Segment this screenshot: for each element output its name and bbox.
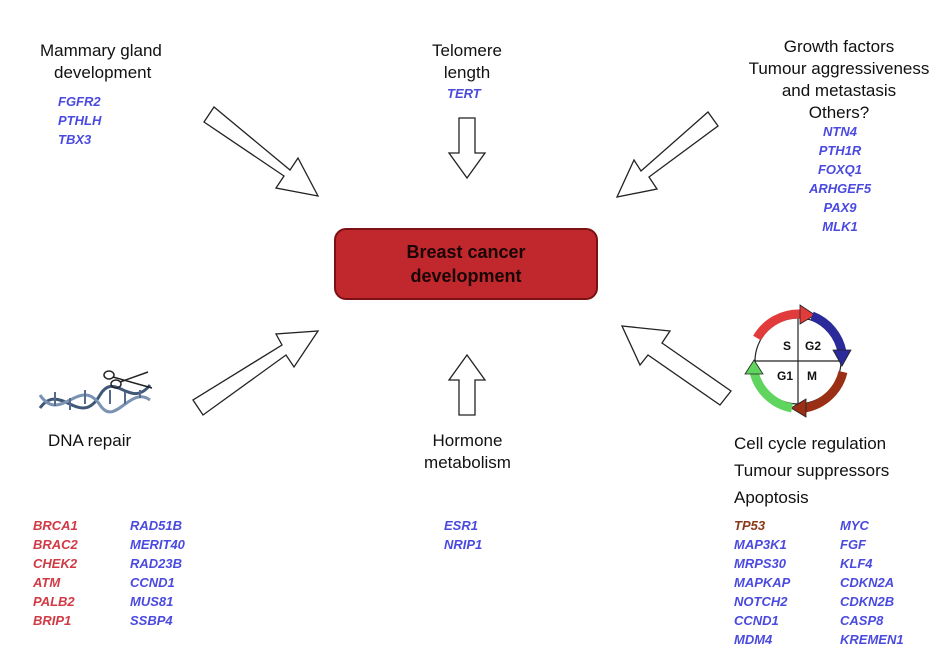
gene-palb2: PALB2 [33, 594, 75, 609]
gene-mdm4: MDM4 [734, 632, 773, 647]
cellcycle-label: Cell cycle regulation Tumour suppressors… [734, 430, 889, 511]
gene-klf4: KLF4 [840, 556, 873, 571]
cellcycle-line3: Apoptosis [734, 488, 809, 507]
arrow-hormone [447, 353, 487, 416]
telomere-line2: length [443, 63, 491, 82]
gene-ssbp4: SSBP4 [130, 613, 173, 628]
growth-line3: and metastasis [781, 81, 897, 100]
arrow-mammary [203, 106, 320, 197]
phase-g1: G1 [777, 369, 793, 383]
dna-genes-col1: BRCA1 BRAC2 CHEK2 ATM PALB2 BRIP1 [33, 516, 78, 630]
hormone-label: Hormone metabolism [410, 430, 525, 474]
gene-ccnd1-cc: CCND1 [734, 613, 779, 628]
breast-cancer-development-box: Breast cancer development [334, 228, 598, 300]
dna-repair-label: DNA repair [48, 431, 132, 450]
gene-brip1: BRIP1 [33, 613, 72, 628]
mammary-label: Mammary gland development [40, 40, 162, 84]
gene-merit40: MERIT40 [130, 537, 185, 552]
cellcycle-genes-col2: MYC FGF KLF4 CDKN2A CDKN2B CASP8 KREMEN1 [840, 516, 904, 649]
scissors-icon [103, 370, 153, 389]
gene-arhgef5: ARHGEF5 [808, 181, 872, 196]
gene-chek2: CHEK2 [33, 556, 78, 571]
gene-cdkn2b: CDKN2B [840, 594, 895, 609]
gene-mapkap: MAPKAP [734, 575, 791, 590]
mammary-line2: development [54, 63, 152, 82]
dna-helix-icon [38, 384, 152, 414]
arrow-telomere [447, 117, 487, 180]
gene-ccnd1: CCND1 [130, 575, 175, 590]
gene-pax9: PAX9 [823, 200, 857, 215]
gene-brca1: BRCA1 [33, 518, 78, 533]
center-line2: development [410, 266, 522, 286]
growth-line1: Growth factors [783, 37, 895, 56]
gene-brac2: BRAC2 [33, 537, 78, 552]
cellcycle-genes-col1: TP53 MAP3K1 MRPS30 MAPKAP NOTCH2 CCND1 M… [734, 516, 790, 649]
gene-pth1r: PTH1R [818, 143, 862, 158]
hormone-line2: metabolism [424, 453, 511, 472]
phase-m: M [807, 369, 817, 383]
gene-atm: ATM [33, 575, 61, 590]
cellcycle-line2: Tumour suppressors [734, 461, 890, 480]
arrow-dna [192, 330, 320, 416]
phase-s: S [783, 339, 791, 353]
gene-pthlh: PTHLH [58, 113, 102, 128]
gene-myc: MYC [840, 518, 869, 533]
gene-mrps30: MRPS30 [734, 556, 787, 571]
gene-fgf: FGF [840, 537, 866, 552]
gene-tert: TERT [447, 86, 481, 101]
hormone-line1: Hormone [432, 431, 503, 450]
phase-g2: G2 [805, 339, 821, 353]
cellcycle-line1: Cell cycle regulation [734, 434, 887, 453]
gene-rad23b: RAD23B [130, 556, 183, 571]
arrow-growth [615, 111, 719, 198]
mammary-genes: FGFR2 PTHLH TBX3 [58, 92, 101, 149]
gene-map3k1: MAP3K1 [734, 537, 787, 552]
gene-mus81: MUS81 [130, 594, 174, 609]
telomere-genes: TERT [447, 84, 481, 103]
gene-fgfr2: FGFR2 [58, 94, 101, 109]
growth-label: Growth factors Tumour aggressiveness and… [735, 36, 943, 124]
growth-line2: Tumour aggressiveness [748, 59, 930, 78]
gene-foxq1: FOXQ1 [817, 162, 863, 177]
dna-genes-col2: RAD51B MERIT40 RAD23B CCND1 MUS81 SSBP4 [130, 516, 185, 630]
gene-mlk1: MLK1 [822, 219, 858, 234]
gene-nrip1: NRIP1 [444, 537, 483, 552]
gene-tp53: TP53 [734, 518, 766, 533]
telomere-label: Telomere length [412, 40, 522, 84]
gene-kremen1: KREMEN1 [840, 632, 904, 647]
growth-genes: NTN4 PTH1R FOXQ1 ARHGEF5 PAX9 MLK1 [795, 122, 885, 236]
cell-cycle-icon: S G2 G1 M [744, 304, 852, 418]
hormone-genes: ESR1 NRIP1 [444, 516, 482, 554]
telomere-line1: Telomere [432, 41, 502, 60]
gene-tbx3: TBX3 [58, 132, 92, 147]
gene-casp8: CASP8 [840, 613, 884, 628]
gene-ntn4: NTN4 [823, 124, 857, 139]
center-line1: Breast cancer [406, 242, 526, 262]
gene-cdkn2a: CDKN2A [840, 575, 895, 590]
growth-line4: Others? [808, 103, 870, 122]
gene-notch2: NOTCH2 [734, 594, 788, 609]
arrow-cellcycle [620, 325, 732, 406]
gene-esr1: ESR1 [444, 518, 478, 533]
gene-rad51b: RAD51B [130, 518, 183, 533]
mammary-line1: Mammary gland [40, 41, 162, 60]
